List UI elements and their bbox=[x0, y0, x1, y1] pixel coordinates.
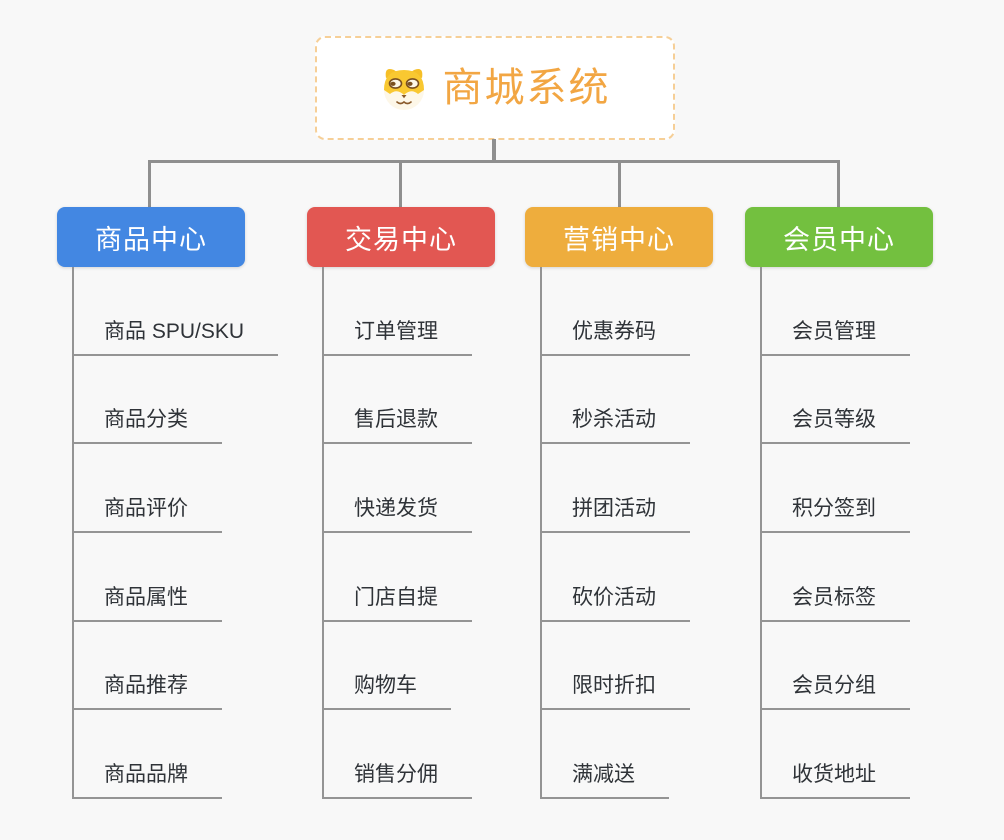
leaf-node[interactable]: 订单管理 bbox=[324, 267, 472, 356]
leaf-node[interactable]: 商品评价 bbox=[74, 444, 222, 534]
leaf-node[interactable]: 会员标签 bbox=[762, 533, 910, 622]
leaf-list-member-center: 会员管理 会员等级 积分签到 会员标签 会员分组 收货地址 bbox=[760, 267, 910, 800]
leaf-node[interactable]: 拼团活动 bbox=[542, 444, 690, 534]
leaf-node[interactable]: 商品 SPU/SKU bbox=[74, 267, 279, 356]
branch-label: 交易中心 bbox=[345, 224, 457, 255]
connector-drop-member bbox=[837, 160, 840, 208]
branch-node-member-center[interactable]: 会员中心 bbox=[745, 207, 933, 267]
branch-node-trade-center[interactable]: 交易中心 bbox=[307, 207, 495, 267]
root-title: 商城系统 bbox=[442, 66, 611, 110]
branch-label: 营销中心 bbox=[563, 224, 675, 255]
leaf-node[interactable]: 购物车 bbox=[324, 622, 451, 711]
leaf-node[interactable]: 销售分佣 bbox=[324, 710, 472, 800]
leaf-node[interactable]: 会员分组 bbox=[762, 622, 910, 711]
leaf-node[interactable]: 快递发货 bbox=[324, 444, 472, 534]
connector-horizontal-rail bbox=[148, 160, 840, 163]
leaf-node[interactable]: 商品推荐 bbox=[74, 622, 222, 711]
leaf-list-marketing-center: 优惠券码 秒杀活动 拼团活动 砍价活动 限时折扣 满减送 bbox=[540, 267, 690, 800]
dog-face-icon bbox=[383, 69, 424, 110]
leaf-node[interactable]: 门店自提 bbox=[324, 533, 472, 622]
leaf-node[interactable]: 商品属性 bbox=[74, 533, 222, 622]
leaf-node[interactable]: 会员管理 bbox=[762, 267, 910, 356]
leaf-node[interactable]: 商品品牌 bbox=[74, 710, 222, 800]
connector-drop-marketing bbox=[618, 160, 621, 208]
leaf-node[interactable]: 限时折扣 bbox=[542, 622, 690, 711]
leaf-node[interactable]: 秒杀活动 bbox=[542, 356, 690, 445]
leaf-node[interactable]: 售后退款 bbox=[324, 356, 472, 445]
leaf-list-product-center: 商品 SPU/SKU 商品分类 商品评价 商品属性 商品推荐 商品品牌 bbox=[72, 267, 279, 800]
branch-node-marketing-center[interactable]: 营销中心 bbox=[525, 207, 713, 267]
leaf-list-trade-center: 订单管理 售后退款 快递发货 门店自提 购物车 销售分佣 bbox=[322, 267, 472, 800]
leaf-node[interactable]: 商品分类 bbox=[74, 356, 222, 445]
leaf-node[interactable]: 会员等级 bbox=[762, 356, 910, 445]
root-node[interactable]: 商城系统 bbox=[315, 36, 675, 140]
leaf-node[interactable]: 积分签到 bbox=[762, 444, 910, 534]
connector-drop-product bbox=[148, 160, 151, 208]
leaf-node[interactable]: 优惠券码 bbox=[542, 267, 690, 356]
connector-drop-trade bbox=[399, 160, 402, 208]
leaf-node[interactable]: 满减送 bbox=[542, 710, 669, 800]
leaf-node[interactable]: 砍价活动 bbox=[542, 533, 690, 622]
branch-node-product-center[interactable]: 商品中心 bbox=[57, 207, 245, 267]
branch-label: 商品中心 bbox=[95, 224, 207, 255]
branch-label: 会员中心 bbox=[783, 224, 895, 255]
leaf-node[interactable]: 收货地址 bbox=[762, 710, 910, 800]
connector-root-stem bbox=[492, 139, 496, 161]
